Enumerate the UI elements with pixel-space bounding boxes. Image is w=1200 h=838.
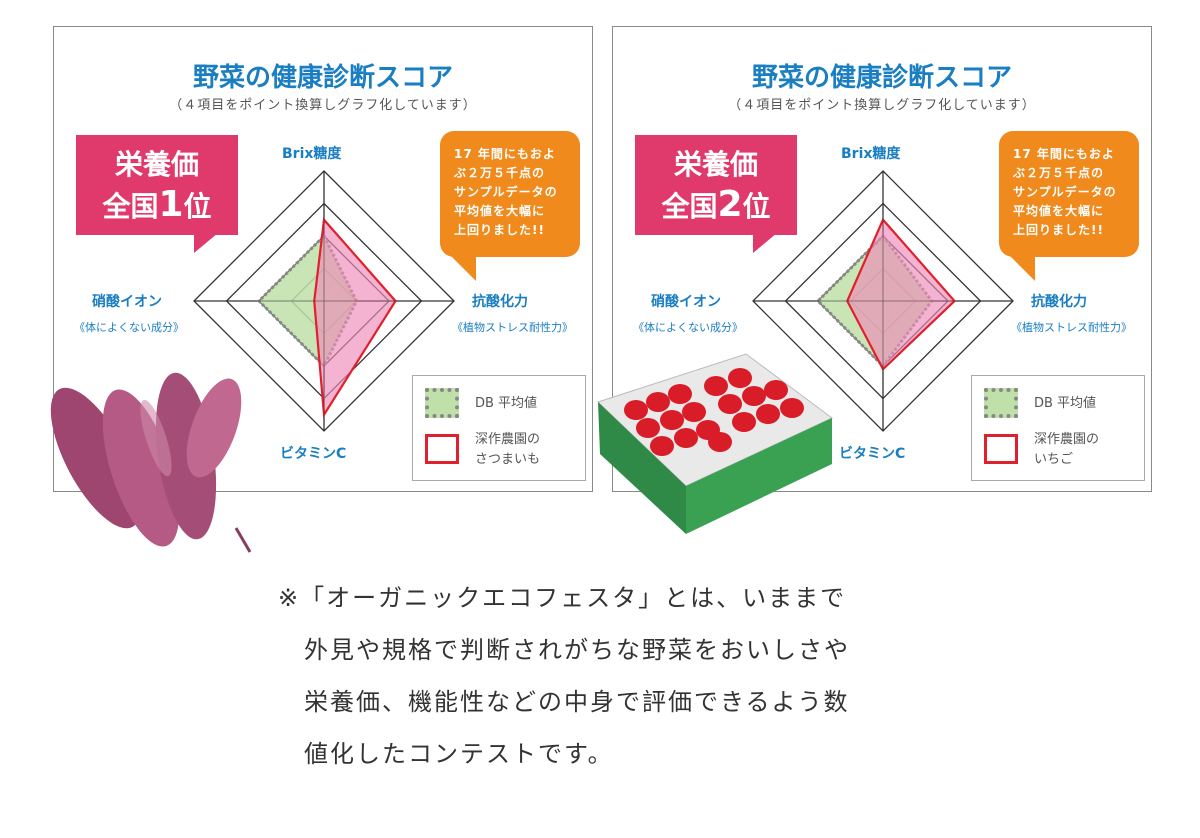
- panel-title: 野菜の健康診断スコア: [192, 63, 453, 93]
- footnote-line: 栄養価、機能性などの中身で評価できるよう数: [278, 688, 850, 716]
- rank-badge: 栄養価 全国2位: [635, 135, 797, 235]
- bubble-line: サンプルデータの: [1013, 185, 1117, 199]
- bubble-tail: [448, 253, 476, 281]
- legend-swatch-farm: [984, 434, 1018, 464]
- badge-tail: [753, 233, 777, 253]
- bubble-line: 17 年間にもおよ: [1013, 147, 1115, 161]
- axis-label-bottom: ビタミンC: [839, 446, 906, 462]
- legend-swatch-avg: [425, 388, 459, 418]
- bubble-line: サンプルデータの: [454, 185, 558, 199]
- footnote-line: 外見や規格で判断されがちな野菜をおいしさや: [278, 636, 850, 664]
- badge-line2b: 位: [183, 190, 212, 223]
- badge-line2a: 全国: [102, 190, 159, 223]
- bubble-line: 平均値を大幅に: [454, 204, 546, 218]
- bubble-line: 17 年間にもおよ: [454, 147, 556, 161]
- panel-subtitle: （４項目をポイント換算しグラフ化しています）: [728, 98, 1036, 113]
- legend: DB 平均値 深作農園の いちご: [971, 375, 1145, 481]
- badge-line1: 栄養価: [114, 148, 199, 181]
- speech-bubble: 17 年間にもおよ ぶ２万５千点の サンプルデータの 平均値を大幅に 上回りまし…: [440, 131, 580, 257]
- axis-label-right: 抗酸化力: [472, 294, 528, 310]
- axis-label-left: 硝酸イオン: [92, 294, 162, 310]
- axis-sub-right: 《植物ストレス耐性力》: [1011, 321, 1132, 334]
- panel-title: 野菜の健康診断スコア: [751, 63, 1012, 93]
- axis-sub-right: 《植物ストレス耐性力》: [452, 321, 573, 334]
- axis-sub-left: 《体によくない成分》: [633, 321, 743, 334]
- legend-farm-label1: 深作農園の: [475, 432, 541, 447]
- legend-swatch-avg: [984, 388, 1018, 418]
- axis-label-left: 硝酸イオン: [651, 294, 721, 310]
- sweet-potato-image: [50, 372, 252, 553]
- legend: DB 平均値 深作農園の さつまいも: [412, 375, 586, 481]
- badge-tail: [194, 233, 218, 253]
- badge-rank: 1: [158, 184, 184, 225]
- axis-label-right: 抗酸化力: [1031, 294, 1087, 310]
- legend-avg-label: DB 平均値: [475, 396, 538, 411]
- axis-label-top: Brix糖度: [841, 146, 901, 162]
- radar-chart: [193, 170, 455, 432]
- bubble-line: 上回りました!!: [1013, 223, 1104, 237]
- axis-label-bottom: ビタミンC: [280, 446, 347, 462]
- legend-farm-label2: さつまいも: [475, 452, 541, 467]
- footnote-line: 値化したコンテストです。: [278, 740, 614, 768]
- badge-line1: 栄養価: [673, 148, 758, 181]
- legend-avg-label: DB 平均値: [1034, 396, 1097, 411]
- score-panel-strawberry: 野菜の健康診断スコア （４項目をポイント換算しグラフ化しています） 栄養価 全国…: [612, 26, 1152, 492]
- bubble-line: 平均値を大幅に: [1013, 204, 1105, 218]
- radar-chart: [752, 170, 1014, 432]
- speech-bubble: 17 年間にもおよ ぶ２万５千点の サンプルデータの 平均値を大幅に 上回りまし…: [999, 131, 1139, 257]
- bubble-tail: [1007, 253, 1035, 281]
- legend-swatch-farm: [425, 434, 459, 464]
- radar-series-farm: [313, 217, 397, 419]
- axis-sub-left: 《体によくない成分》: [74, 321, 184, 334]
- badge-rank: 2: [717, 184, 743, 225]
- badge-line2a: 全国: [661, 190, 718, 223]
- rank-badge: 栄養価 全国1位: [76, 135, 238, 235]
- panel-subtitle: （４項目をポイント換算しグラフ化しています）: [169, 98, 477, 113]
- legend-farm-label1: 深作農園の: [1034, 432, 1100, 447]
- badge-line2b: 位: [742, 190, 771, 223]
- legend-farm-label2: いちご: [1034, 452, 1074, 467]
- footnote: ※「オーガニックエコフェスタ」とは、いままで 外見や規格で判断されがちな野菜をお…: [278, 572, 850, 780]
- bubble-line: ぶ２万５千点の: [1013, 166, 1105, 180]
- axis-label-top: Brix糖度: [282, 146, 342, 162]
- bubble-line: ぶ２万５千点の: [454, 166, 546, 180]
- strawberry-box-image: [597, 353, 833, 534]
- footnote-line: ※「オーガニックエコフェスタ」とは、いままで: [278, 584, 847, 612]
- bubble-line: 上回りました!!: [454, 223, 545, 237]
